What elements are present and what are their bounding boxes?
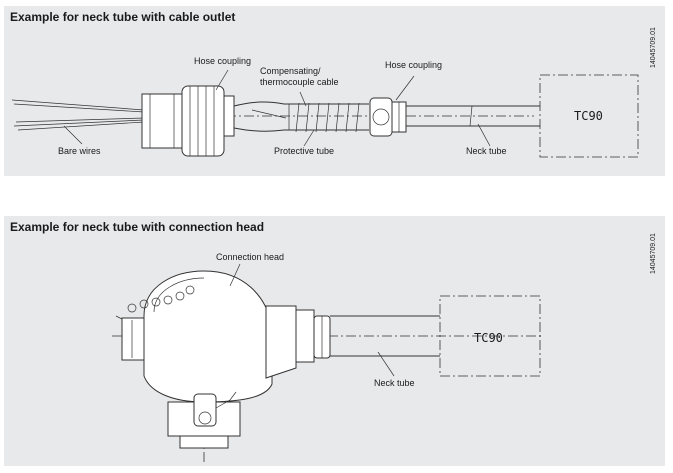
label-hose-coupling-left: Hose coupling <box>194 56 251 66</box>
neck-tube <box>330 315 440 357</box>
label-connection-head: Connection head <box>216 252 284 262</box>
label-bare-wires: Bare wires <box>58 146 101 156</box>
tc90-label: TC90 <box>574 109 603 123</box>
panel-title: Example for neck tube with cable outlet <box>10 10 236 24</box>
connection-head-diagram: TC90 Connection head Neck tube <box>112 252 544 464</box>
label-compensating-cable-2: thermocouple cable <box>260 77 339 87</box>
label-compensating-cable-1: Compensating/ <box>260 66 321 76</box>
tc90-label: TC90 <box>474 331 503 345</box>
label-neck-tube: Neck tube <box>466 146 507 156</box>
neck-tube <box>406 105 540 127</box>
tc90-box <box>439 295 541 377</box>
cable-gland <box>141 85 235 157</box>
label-protective-tube: Protective tube <box>274 146 334 156</box>
label-neck-tube: Neck tube <box>374 378 415 388</box>
panel-title: Example for neck tube with connection he… <box>10 220 265 234</box>
panel-cable-outlet: Example for neck tube with cable outlet … <box>4 6 665 176</box>
hose-coupling-right <box>369 97 407 137</box>
protective-tube <box>233 101 369 133</box>
tc90-box <box>539 74 639 158</box>
neck-adapter <box>265 305 331 379</box>
label-hose-coupling-right: Hose coupling <box>385 60 442 70</box>
panel-connection-head: Example for neck tube with connection he… <box>4 216 665 466</box>
connection-head <box>115 270 273 449</box>
bare-wires <box>11 99 145 145</box>
cable-outlet-diagram: TC90 Hose coupling Compensating/ thermoc… <box>11 56 639 158</box>
